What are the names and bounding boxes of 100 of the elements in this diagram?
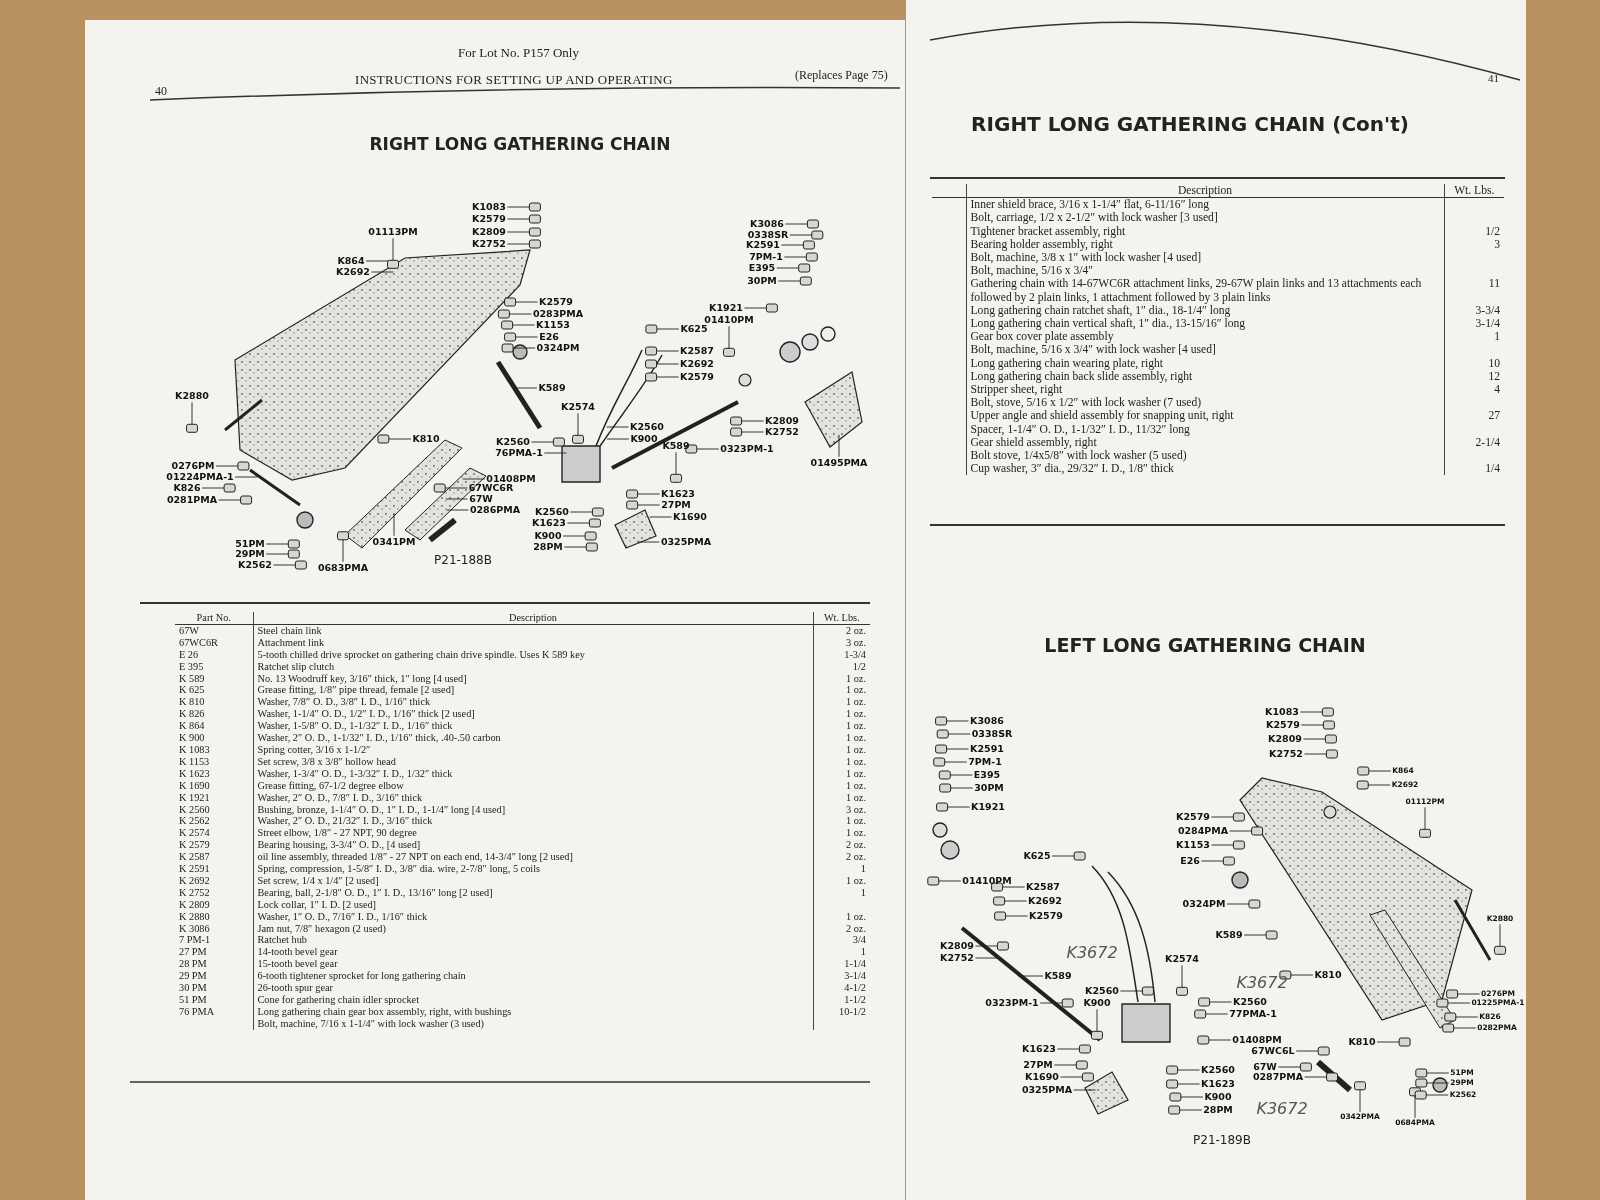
leader-line <box>938 880 962 882</box>
weight-value: 12 <box>1444 369 1504 384</box>
leader-line <box>1414 1095 1416 1119</box>
weight-value: 3-1/4 <box>813 970 870 983</box>
weight-value: 1 oz. <box>813 910 870 923</box>
part-number: 30 PM <box>175 982 253 994</box>
weight-value: 1 oz. <box>813 672 870 685</box>
weight-value: 3-3/4 <box>1444 303 1504 318</box>
leader-line <box>1368 770 1392 772</box>
weight-value: 1-1/2 <box>813 994 870 1006</box>
section-heading: RIGHT LONG GATHERING CHAIN <box>369 134 671 154</box>
part-description: Washer, 2″ O. D., 1-1/32″ I. D., 1/16″ thick, .40-.50 carbon <box>253 732 813 744</box>
part-description: Long gathering chain gear box assembly, right, with bushings <box>253 1005 813 1018</box>
leader-line <box>1295 1050 1319 1052</box>
weight-value: 4-1/2 <box>813 982 870 994</box>
part-number: K 2752 <box>175 886 253 899</box>
weight-value: 1 oz. <box>813 696 870 709</box>
leader-line <box>1426 1072 1450 1074</box>
leader-line <box>215 465 239 467</box>
weight-value: 1 <box>813 946 870 959</box>
part-number: K 2587 <box>175 851 253 864</box>
column-header: Description <box>253 612 813 625</box>
figure-number: P21-189B <box>1193 1133 1251 1147</box>
leader-line <box>1300 724 1324 726</box>
leader-line <box>506 218 530 220</box>
part-description: 15-tooth bevel gear <box>253 958 813 971</box>
leader-line <box>1200 860 1224 862</box>
leader-line <box>1302 738 1326 740</box>
leader-line <box>946 720 970 722</box>
part-number: K 2809 <box>175 898 253 911</box>
leader-line <box>1180 1096 1204 1098</box>
weight-value: 2 oz. <box>813 624 870 637</box>
leader-line <box>637 504 661 506</box>
part-description: Spring cotter, 3/16 x 1-1/2″ <box>253 743 813 756</box>
part-description: Jam nut, 7/8″ hexagon (2 used) <box>253 922 813 935</box>
leader-line <box>1290 974 1314 976</box>
leader-line <box>606 426 630 428</box>
part-description: Washer, 2″ O. D., 7/8″ I. D., 3/16″ thick <box>253 791 813 804</box>
leader-line <box>1455 1016 1479 1018</box>
leader-line <box>1499 923 1501 947</box>
part-description: Long gathering chain back slide assembly, right <box>966 369 1444 384</box>
leader-line <box>462 478 486 480</box>
leader-line <box>530 441 554 443</box>
leader-line <box>506 231 530 233</box>
leader-line <box>1004 900 1028 902</box>
section-heading: RIGHT LONG GATHERING CHAIN (Con't) <box>971 112 1409 136</box>
leader-line <box>838 434 840 458</box>
part-description: Tightener bracket assembly, right <box>966 224 1444 238</box>
leader-line <box>637 493 661 495</box>
weight-value: 10-1/2 <box>813 1005 870 1018</box>
leader-line <box>1210 844 1234 846</box>
page-header: INSTRUCTIONS FOR SETTING UP AND OPERATING <box>355 72 673 88</box>
leader-line <box>656 328 680 330</box>
page-header: (Replaces Page 75) <box>795 68 888 83</box>
weight-value: 1 oz. <box>813 815 870 828</box>
weight-value: 1 <box>813 886 870 899</box>
part-description: oil line assembly, threaded 1/8″ - 27 NPT on each end, 14-3/4″ long [2 used] <box>253 851 813 864</box>
leader-line <box>1424 806 1426 830</box>
leader-line <box>393 513 395 537</box>
part-description: 5-tooth chilled drive sprocket on gathering chain drive spindle. Uses K 589 key <box>253 648 813 661</box>
part-number: K 900 <box>175 732 253 744</box>
part-number: E 26 <box>175 648 253 661</box>
part-description: Bolt, carriage, 1/2 x 2-1/2″ with lock washer [3 used] <box>966 211 1444 225</box>
leader-line <box>741 420 765 422</box>
page-header: For Lot No. P157 Only <box>458 45 579 61</box>
leader-line <box>445 509 469 511</box>
callout-number: 01495PMA <box>810 458 868 468</box>
part-description: Bolt, machine, 3/8 x 1″ with lock washer [4 used] <box>966 251 1444 265</box>
leader-line <box>784 223 808 225</box>
leader-line <box>1039 1002 1063 1004</box>
part-number: K 864 <box>175 720 253 733</box>
part-description: Street elbow, 1/8″ - 27 NPT, 90 degree <box>253 827 813 840</box>
leader-line <box>515 336 539 338</box>
leader-line <box>515 301 539 303</box>
leader-line <box>569 511 593 513</box>
part-description: Bolt, machine, 7/16 x 1-1/4″ with lock washer (3 used) <box>253 1017 813 1030</box>
part-description: Attachment link <box>253 636 813 649</box>
page-number: 40 <box>155 84 167 99</box>
leader-line <box>783 256 807 258</box>
part-description: Washer, 1-5/8″ O. D., 1-1/32″ I. D., 1/16″ thick <box>253 720 813 733</box>
part-description: Washer, 1-3/4″ O. D., 1-3/32″ I. D., 1/32″ thick <box>253 767 813 780</box>
leader-line <box>370 271 394 273</box>
part-number: 7 PM-1 <box>175 934 253 947</box>
weight-value: 1 oz. <box>813 684 870 697</box>
part-number: K 589 <box>175 672 253 685</box>
leader-line <box>696 448 720 450</box>
part-number: K 2579 <box>175 839 253 852</box>
part-description: Cone for gathering chain idler sprocket <box>253 994 813 1006</box>
part-number: 29 PM <box>175 970 253 983</box>
part-description: Washer, 1″ O. D., 7/16″ I. D., 1/16″ thick <box>253 910 813 923</box>
weight-value: 3 oz. <box>813 636 870 649</box>
leader-line <box>1177 1069 1201 1071</box>
leader-line <box>780 244 804 246</box>
leader-line <box>218 499 242 501</box>
leader-line <box>445 498 469 500</box>
part-description: Washer, 1-1/4″ O. D., 1/2″ I. D., 1/16″ thick [2 used] <box>253 708 813 721</box>
leader-line <box>950 787 974 789</box>
leader-line <box>1303 753 1327 755</box>
part-number: 28 PM <box>175 958 253 971</box>
part-description: Bolt, machine, 5/16 x 3/4″ with lock washer [4 used] <box>966 343 1444 357</box>
